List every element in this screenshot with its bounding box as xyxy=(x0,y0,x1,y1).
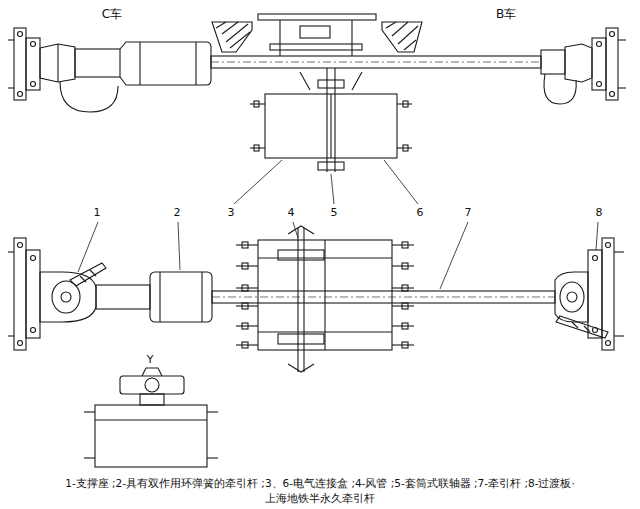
callout-number: 4 xyxy=(287,206,296,219)
callout-number: 2 xyxy=(173,206,182,219)
parts-list: 1-支撑座 ;2-具有双作用环弹簧的牵引杆 ;3、6-电气连接盒 ;4-风管 ;… xyxy=(64,477,576,490)
car-label: B车 xyxy=(495,7,517,21)
figure-caption: 上海地铁半永久牵引杆 xyxy=(264,492,376,505)
car-label: C车 xyxy=(101,7,123,21)
callout-number: 1 xyxy=(93,206,102,219)
callout-number: 3 xyxy=(227,206,236,219)
callout-number: 7 xyxy=(464,206,473,219)
upper-view xyxy=(8,14,626,204)
callout-number: 5 xyxy=(330,206,339,219)
callout-number: 6 xyxy=(416,206,425,219)
callout-number: 8 xyxy=(595,206,604,219)
lower-view xyxy=(8,222,624,372)
view-y xyxy=(84,368,218,467)
view-label: Y xyxy=(146,353,155,366)
